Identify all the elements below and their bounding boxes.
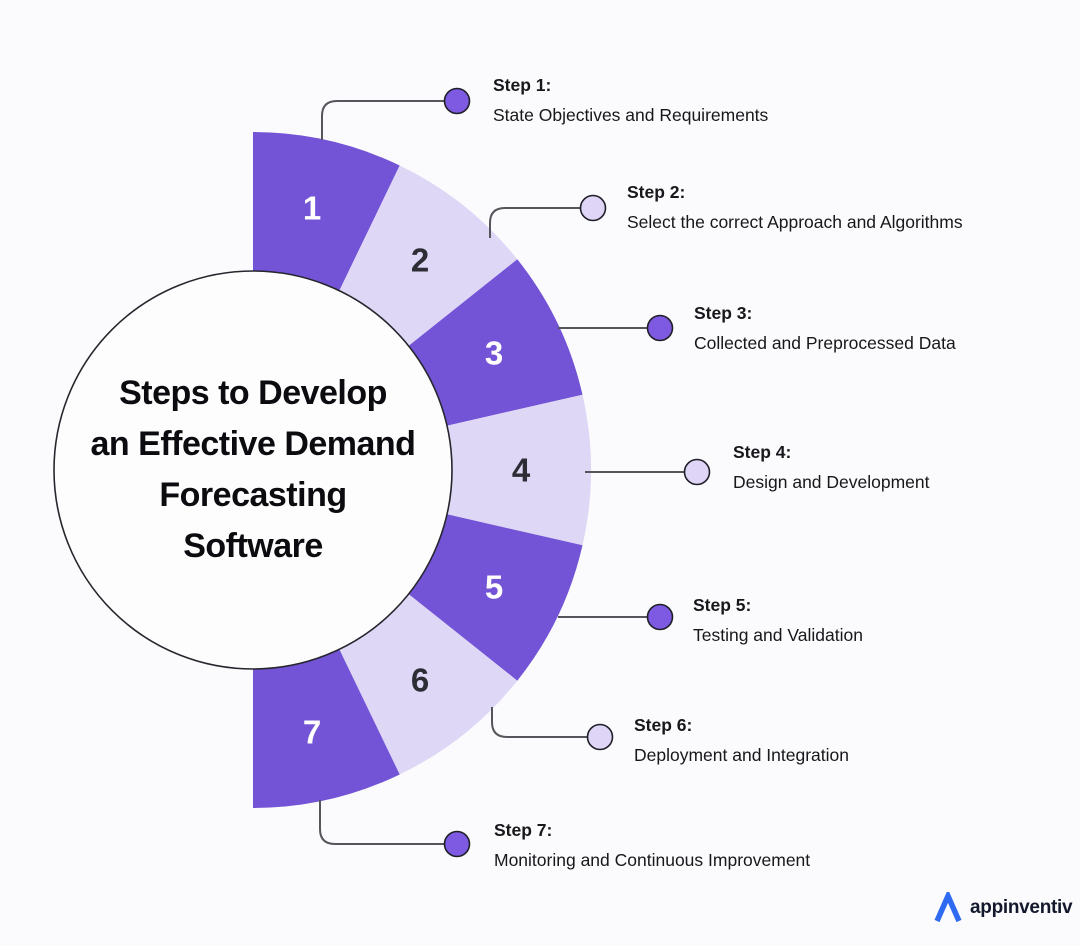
step-1-label-group: Step 1: State Objectives and Requirement… xyxy=(493,74,768,126)
appinventiv-logo-text: appinventiv xyxy=(970,897,1073,918)
step-6-title: Step 6: xyxy=(634,715,693,735)
segment-5 xyxy=(408,514,583,681)
step-7-description: Monitoring and Continuous Improvement xyxy=(494,850,811,870)
step-6-dot xyxy=(586,723,614,751)
segment-3 xyxy=(408,259,583,426)
step-1-connector xyxy=(321,100,444,140)
appinventiv-logo-icon xyxy=(934,892,962,923)
step-4-description: Design and Development xyxy=(733,472,930,492)
segment-number-1: 1 xyxy=(303,190,321,227)
segment-7 xyxy=(253,649,400,808)
step-5-label-group: Step 5: Testing and Validation xyxy=(693,594,863,646)
segment-number-3: 3 xyxy=(485,335,503,372)
step-5-description: Testing and Validation xyxy=(693,625,863,645)
segment-number-5: 5 xyxy=(485,569,503,606)
segment-number-2: 2 xyxy=(411,242,429,279)
title-line-1: Steps to Develop xyxy=(119,374,387,412)
step-7-dot xyxy=(443,830,471,858)
step-6-description: Deployment and Integration xyxy=(634,745,849,765)
step-1-title: Step 1: xyxy=(493,75,552,95)
step-2-description: Select the correct Approach and Algorith… xyxy=(627,212,963,232)
segment-2 xyxy=(339,165,518,346)
step-4-dot xyxy=(683,458,711,486)
step-4-label-group: Step 4: Design and Development xyxy=(733,441,930,493)
title-line-2: an Effective Demand xyxy=(90,425,416,463)
step-2-dot xyxy=(579,194,607,222)
segment-number-4: 4 xyxy=(512,452,531,489)
step-2-label-group: Step 2: Select the correct Approach and … xyxy=(627,181,963,233)
title-line-4: Software xyxy=(183,527,323,565)
segment-6 xyxy=(339,594,518,775)
step-6-label-group: Step 6: Deployment and Integration xyxy=(634,714,849,766)
step-1-description: State Objectives and Requirements xyxy=(493,105,769,125)
segment-number-6: 6 xyxy=(411,662,429,699)
step-6-connector xyxy=(491,707,587,738)
step-2-connector xyxy=(489,207,580,238)
step-5-title: Step 5: xyxy=(693,595,752,615)
step-3-dot xyxy=(646,314,674,342)
diagram-title: Steps to Develop an Effective Demand For… xyxy=(73,368,433,572)
appinventiv-logo: appinventiv xyxy=(933,891,1073,925)
segment-1 xyxy=(253,132,400,291)
step-3-description: Collected and Preprocessed Data xyxy=(694,333,956,353)
segment-number-7: 7 xyxy=(303,714,321,751)
step-1-dot xyxy=(443,87,471,115)
segment-4 xyxy=(447,394,591,546)
step-3-label-group: Step 3: Collected and Preprocessed Data xyxy=(694,302,956,354)
step-3-title: Step 3: xyxy=(694,303,753,323)
step-4-title: Step 4: xyxy=(733,442,792,462)
step-7-title: Step 7: xyxy=(494,820,553,840)
step-5-dot xyxy=(646,603,674,631)
step-2-title: Step 2: xyxy=(627,182,686,202)
step-7-connector xyxy=(319,800,444,845)
step-7-label-group: Step 7: Monitoring and Continuous Improv… xyxy=(494,819,810,871)
title-circle xyxy=(53,270,453,670)
title-line-3: Forecasting xyxy=(159,476,347,514)
